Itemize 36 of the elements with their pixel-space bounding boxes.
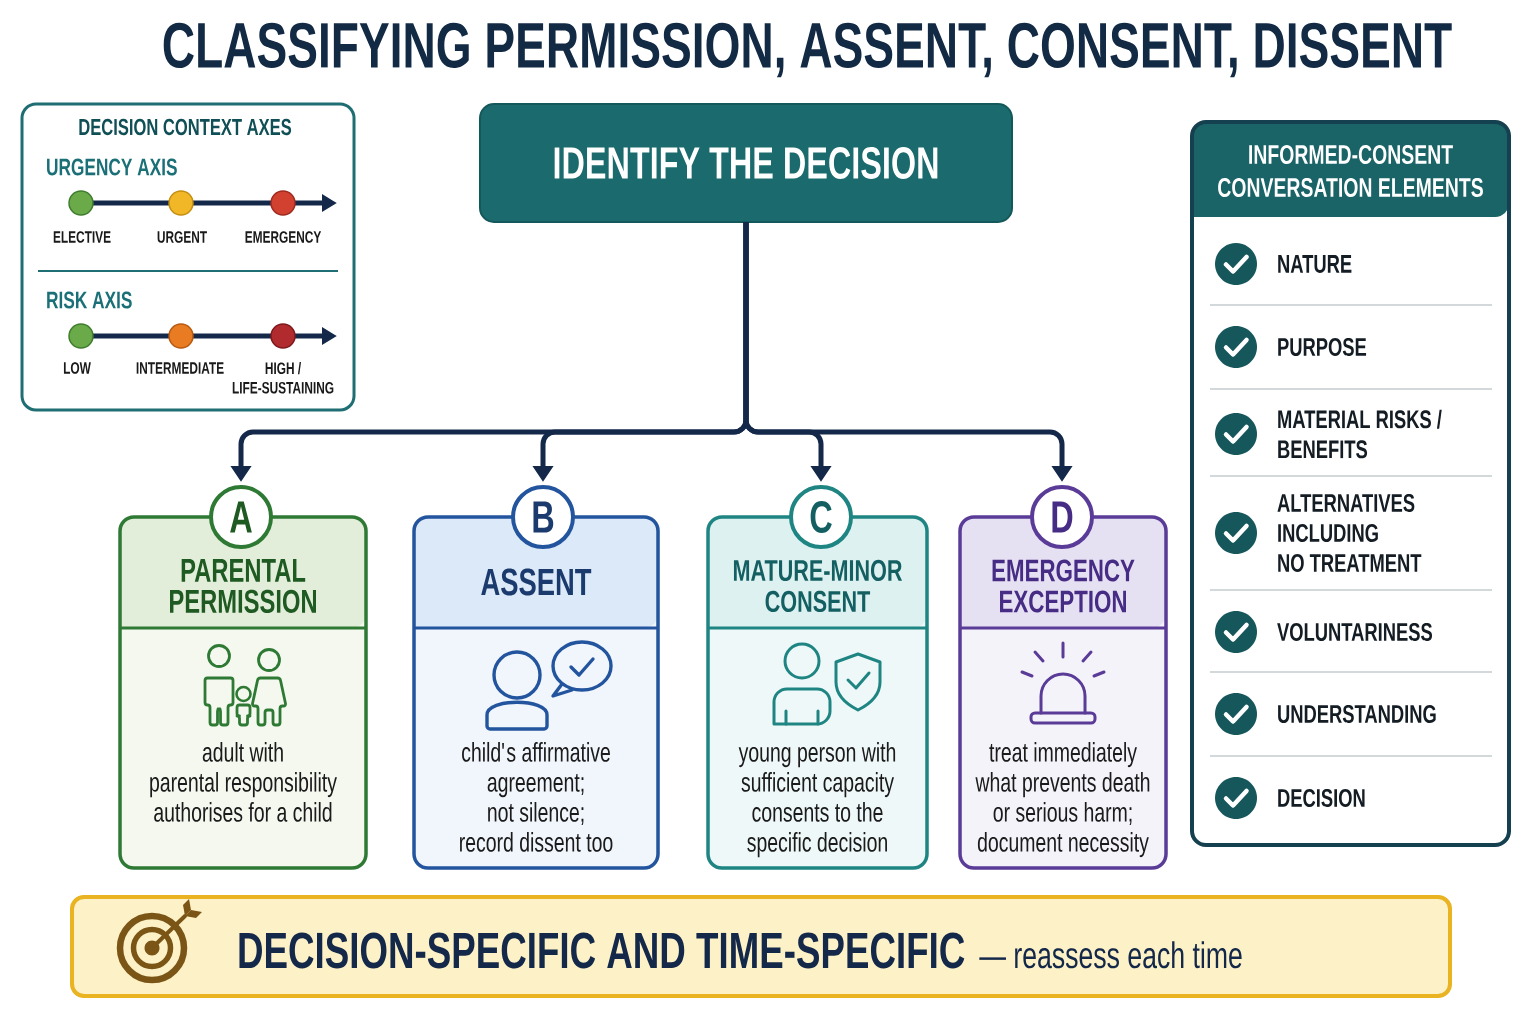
letter-badge: B xyxy=(511,485,575,549)
checklist-item: ALTERNATIVES INCLUDING NO TREATMENT xyxy=(1277,493,1422,573)
banner-text: — reassess each time xyxy=(979,941,1242,969)
axis-label: INTERMEDIATE xyxy=(136,362,224,374)
card-heading: MATURE-MINOR CONSENT xyxy=(733,559,903,613)
card-heading: PARENTAL PERMISSION xyxy=(170,559,316,613)
letter-badge: A xyxy=(209,485,273,549)
banner-heading: DECISION-SPECIFIC AND TIME-SPECIFIC xyxy=(239,932,965,969)
axis-label: HIGH / LIFE-SUSTAINING xyxy=(232,362,334,394)
card-text: adult with parental responsibility authorises for a child xyxy=(150,742,337,822)
checklist-item: VOLUNTARINESS xyxy=(1277,622,1432,642)
checklist-item: NATURE xyxy=(1278,255,1352,273)
letter-badge: D xyxy=(1030,485,1094,549)
banner xyxy=(70,895,1452,998)
card-heading: EMERGENCY EXCEPTION xyxy=(992,559,1135,613)
axis-label: LOW xyxy=(63,362,91,374)
title: CLASSIFYING PERMISSION, ASSENT, CONSENT, DISSENT xyxy=(163,22,1452,78)
decision-box: IDENTIFY THE DECISION xyxy=(479,103,1013,223)
checklist-item: MATERIAL RISKS / BENEFITS xyxy=(1278,409,1442,459)
card-text: child's affirmative agreement; not silence; record dissent too xyxy=(460,742,613,852)
panel-heading: INFORMED-CONSENT CONVERSATION ELEMENTS xyxy=(1218,144,1483,198)
checklist-item: UNDERSTANDING xyxy=(1278,704,1436,724)
axis-label: ELECTIVE xyxy=(53,231,111,243)
letter-badge: C xyxy=(789,485,853,549)
checklist-panel xyxy=(1190,120,1511,847)
card-text: treat immediately what prevents death or serious harm; document necessity xyxy=(975,742,1150,858)
card-heading: ASSENT xyxy=(481,568,592,596)
axis-heading: URGENCY AXIS xyxy=(47,158,177,176)
axis-heading: RISK AXIS xyxy=(47,291,132,309)
axis-label: EMERGENCY xyxy=(245,231,322,243)
card-text: young person with sufficient capacity consents to the specific decision xyxy=(738,742,896,858)
checklist-item: PURPOSE xyxy=(1278,337,1367,357)
axis-label: URGENT xyxy=(157,231,207,243)
panel-heading: DECISION CONTEXT AXES xyxy=(79,118,292,136)
checklist-item: DECISION xyxy=(1278,788,1365,808)
axes-panel xyxy=(20,102,356,412)
